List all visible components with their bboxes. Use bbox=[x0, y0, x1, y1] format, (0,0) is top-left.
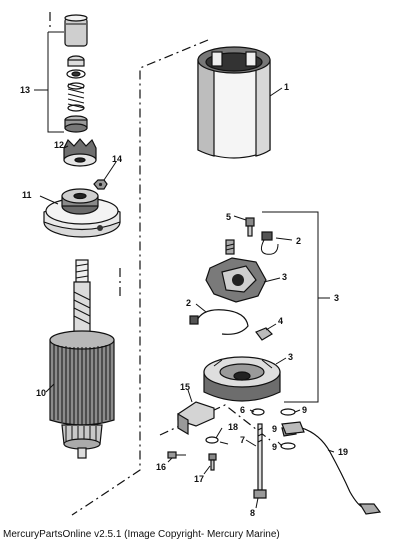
commutator-end-head bbox=[203, 356, 281, 402]
copyright-caption: MercuryPartsOnline v2.5.1 (Image Copyrig… bbox=[3, 529, 280, 540]
callout-labels: 1 2 2 3 3 3 4 5 6 7 8 9 9 9 10 11 12 13 … bbox=[20, 82, 348, 518]
callout-9-middle: 9 bbox=[272, 424, 277, 434]
callout-1: 1 bbox=[284, 82, 289, 92]
callout-10: 10 bbox=[36, 388, 46, 398]
armature bbox=[49, 259, 115, 459]
drive-end-head bbox=[43, 188, 121, 238]
frame-housing bbox=[197, 46, 271, 159]
exploded-parts-diagram: 1 2 2 3 3 3 4 5 6 7 8 9 9 9 10 11 12 13 … bbox=[20, 12, 382, 518]
brush-holder-plate bbox=[205, 239, 267, 303]
callout-3-group: 3 bbox=[334, 293, 339, 303]
callout-7: 7 bbox=[240, 435, 245, 445]
bolt-head-part-8 bbox=[253, 489, 267, 499]
callout-4: 4 bbox=[278, 316, 283, 326]
pinion-stop-stack bbox=[64, 14, 88, 133]
washer-part-18 bbox=[205, 436, 219, 444]
brush-part-4 bbox=[255, 327, 273, 341]
through-bolt-part-7 bbox=[257, 423, 263, 491]
washer-part-9-upper bbox=[280, 408, 296, 416]
mounting-bracket-part-15 bbox=[177, 401, 215, 436]
callout-19: 19 bbox=[338, 447, 348, 457]
callout-15: 15 bbox=[180, 382, 190, 392]
pinion-drive-gear bbox=[63, 138, 97, 167]
callout-12: 12 bbox=[54, 140, 64, 150]
callout-5: 5 bbox=[226, 212, 231, 222]
callout-bracket-13 bbox=[34, 31, 64, 133]
brush-lead-upper bbox=[260, 231, 279, 255]
callout-18: 18 bbox=[228, 422, 238, 432]
bolt-part-17 bbox=[208, 453, 217, 471]
callout-3-head: 3 bbox=[288, 352, 293, 362]
callout-8: 8 bbox=[250, 508, 255, 518]
callout-bracket-3 bbox=[262, 211, 330, 403]
callout-3-plate: 3 bbox=[282, 272, 287, 282]
callout-6: 6 bbox=[240, 405, 245, 415]
washer-part-9-lower bbox=[280, 442, 296, 450]
brush-spring-clip bbox=[189, 309, 249, 335]
callout-17: 17 bbox=[194, 474, 204, 484]
callout-9-lower: 9 bbox=[272, 442, 277, 452]
callout-2-upper: 2 bbox=[296, 236, 301, 246]
terminal-screw-part-5 bbox=[245, 217, 255, 237]
washer-part-6 bbox=[251, 408, 265, 416]
screw-part-16 bbox=[167, 451, 186, 459]
callout-2-lower: 2 bbox=[186, 298, 191, 308]
nut-part-14 bbox=[93, 179, 108, 190]
assembly-guide-line-main bbox=[71, 39, 209, 516]
callout-9-upper: 9 bbox=[302, 405, 307, 415]
callout-14: 14 bbox=[112, 154, 122, 164]
battery-cable-part-19 bbox=[281, 421, 382, 515]
callout-13: 13 bbox=[20, 85, 30, 95]
callout-16: 16 bbox=[156, 462, 166, 472]
callout-11: 11 bbox=[22, 190, 32, 200]
leader-lines bbox=[39, 87, 335, 509]
